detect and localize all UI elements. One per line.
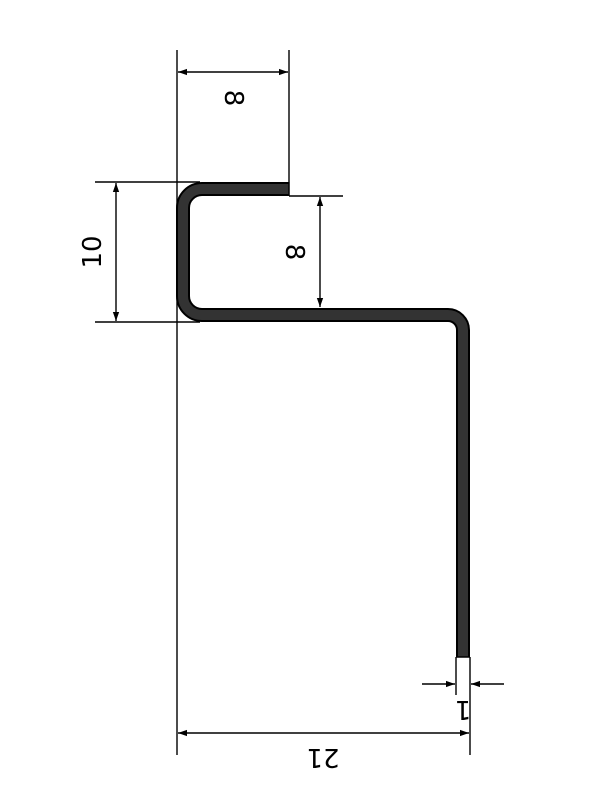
z-profile — [176, 182, 470, 658]
profile-outline — [176, 182, 470, 657]
dimension-labels: 8 10 8 1 21 — [78, 90, 471, 772]
dim-label-thickness: 1 — [455, 694, 472, 724]
profile-fill — [178, 184, 468, 657]
dim-label-top-flange: 8 — [218, 90, 248, 107]
dim-label-left-height: 10 — [78, 235, 108, 268]
dimension-lines — [112, 68, 504, 737]
dim-label-overall-width: 21 — [306, 742, 339, 772]
extension-lines — [95, 50, 471, 755]
dim-label-inner-height: 8 — [279, 244, 309, 261]
